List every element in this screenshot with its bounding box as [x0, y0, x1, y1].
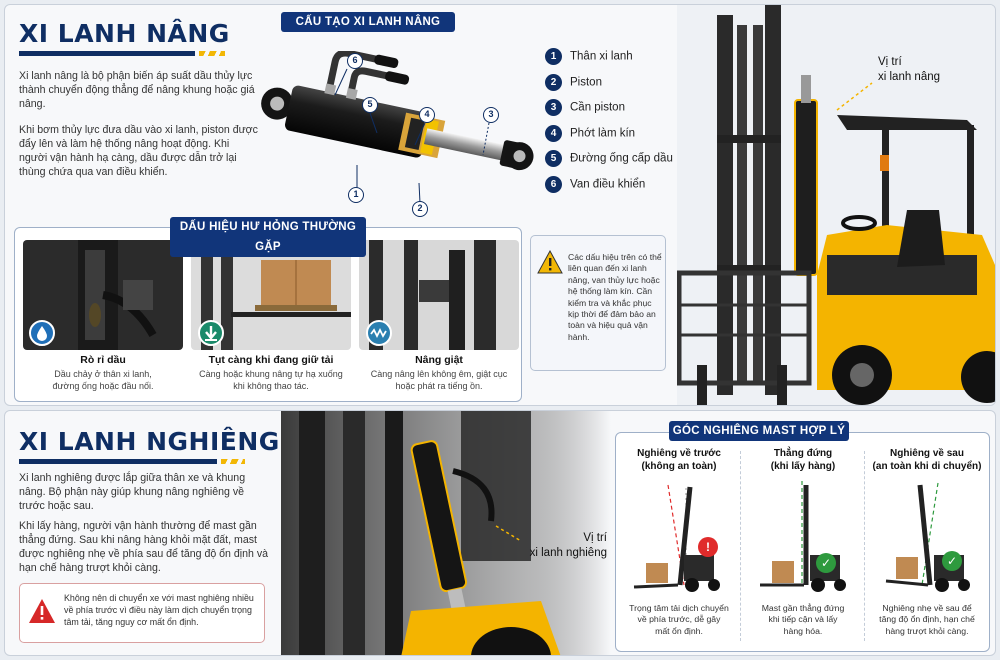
- oil-drop-icon: [29, 320, 55, 346]
- lift-location-label: Vị trí xi lanh nâng: [878, 56, 941, 83]
- down-arrow-icon: [198, 320, 224, 346]
- defect-title-drift: Tụt càng khi đang giữ tải: [208, 354, 334, 366]
- defects-note-box: Các dấu hiệu trên có thể liên quan đến x…: [530, 235, 666, 371]
- defect-title-jerky: Nâng giật: [415, 354, 463, 366]
- angle-vertical-header: Thẳng đứng (khi lấy hàng): [770, 448, 836, 472]
- lift-cylinder-panel: XI LANH NÂNG Xi lanh nâng là bộ phận biế…: [4, 4, 996, 406]
- callout-3: 3: [483, 107, 499, 123]
- tilt-warning-box: Không nên di chuyển xe với mast nghiêng …: [19, 583, 265, 643]
- tilt-title-underline: [19, 459, 245, 464]
- tilt-cylinder-illustration: [281, 411, 611, 655]
- lift-title-underline: [19, 51, 225, 56]
- check-badge-icon: ✓: [942, 551, 962, 571]
- lift-paragraph-1: Xi lanh nâng là bộ phận biến áp suất dầu…: [19, 70, 255, 110]
- angle-backward-header: Nghiêng về sau (an toàn khi di chuyển): [872, 448, 982, 472]
- warning-triangle-icon: [537, 250, 563, 274]
- defects-title: DẤU HIỆU HƯ HỎNG THƯỜNG GẶP: [170, 217, 366, 257]
- wave-icon: [366, 320, 392, 346]
- angle-vertical-desc: Mast gần thẳng đứng khi tiếp cận và lấy …: [761, 603, 845, 636]
- lift-cylinder-illustration: [261, 51, 534, 171]
- callout-5: 5: [362, 97, 378, 113]
- callout-4: 4: [419, 107, 435, 123]
- defect-desc-leak: Dầu chảy ở thân xi lanh, đường ống hoặc …: [52, 369, 154, 391]
- check-badge-icon: ✓: [816, 553, 836, 573]
- column-divider: [740, 451, 741, 641]
- lift-title: XI LANH NÂNG: [19, 19, 230, 48]
- tilt-paragraph-1: Xi lanh nghiêng được lắp giữa thân xe và…: [19, 472, 246, 512]
- danger-triangle-icon: [29, 599, 55, 623]
- callout-1: 1: [348, 187, 364, 203]
- angle-backward-desc: Nghiêng nhẹ về sau để tăng độ ổn định, h…: [879, 603, 975, 636]
- mast-angle-title: GÓC NGHIÊNG MAST HỢP LÝ: [669, 421, 849, 441]
- tilt-location-label: Vị trí xi lanh nghiêng: [529, 532, 607, 559]
- defect-desc-jerky: Càng nâng lên không êm, giật cục hoặc ph…: [370, 369, 508, 391]
- defects-note-text: Các dấu hiệu trên có thể liên quan đến x…: [568, 252, 662, 342]
- lift-paragraph-2: Khi bơm thủy lực đưa dầu vào xi lanh, pi…: [19, 124, 258, 178]
- forklift-vertical-figure: [760, 481, 846, 592]
- tilt-title: XI LANH NGHIÊNG: [19, 427, 280, 456]
- forklift-tilt-forward-figure: [633, 484, 720, 592]
- tilt-paragraph-2: Khi lấy hàng, người vận hành thường để m…: [19, 520, 269, 574]
- defect-title-leak: Rò rỉ dầu: [80, 354, 126, 366]
- defect-desc-drift: Càng hoặc khung nâng tự hạ xuống khi khô…: [199, 369, 343, 391]
- column-divider: [864, 451, 865, 641]
- forklift-tilt-back-figure: [885, 482, 970, 592]
- defects-box: Rò rỉ dầu Dầu chảy ở thân xi lanh, đường…: [14, 227, 522, 402]
- danger-badge-icon: !: [698, 537, 718, 557]
- forklift-illustration: [677, 5, 995, 405]
- callout-leaders: [334, 68, 490, 204]
- mast-angle-box: Nghiêng về trước (không an toàn) ! Trọng…: [615, 432, 990, 652]
- angle-forward-header: Nghiêng về trước (không an toàn): [637, 448, 721, 472]
- callout-6: 6: [347, 53, 363, 69]
- tilt-warning-text: Không nên di chuyển xe với mast nghiêng …: [64, 593, 254, 627]
- angle-forward-desc: Trọng tâm tải dịch chuyển về phía trước,…: [629, 603, 729, 636]
- callout-2: 2: [412, 201, 428, 217]
- structure-title: CẤU TẠO XI LANH NÂNG: [281, 12, 455, 32]
- tilt-cylinder-panel: XI LANH NGHIÊNG Xi lanh nghiêng được lắp…: [4, 410, 996, 656]
